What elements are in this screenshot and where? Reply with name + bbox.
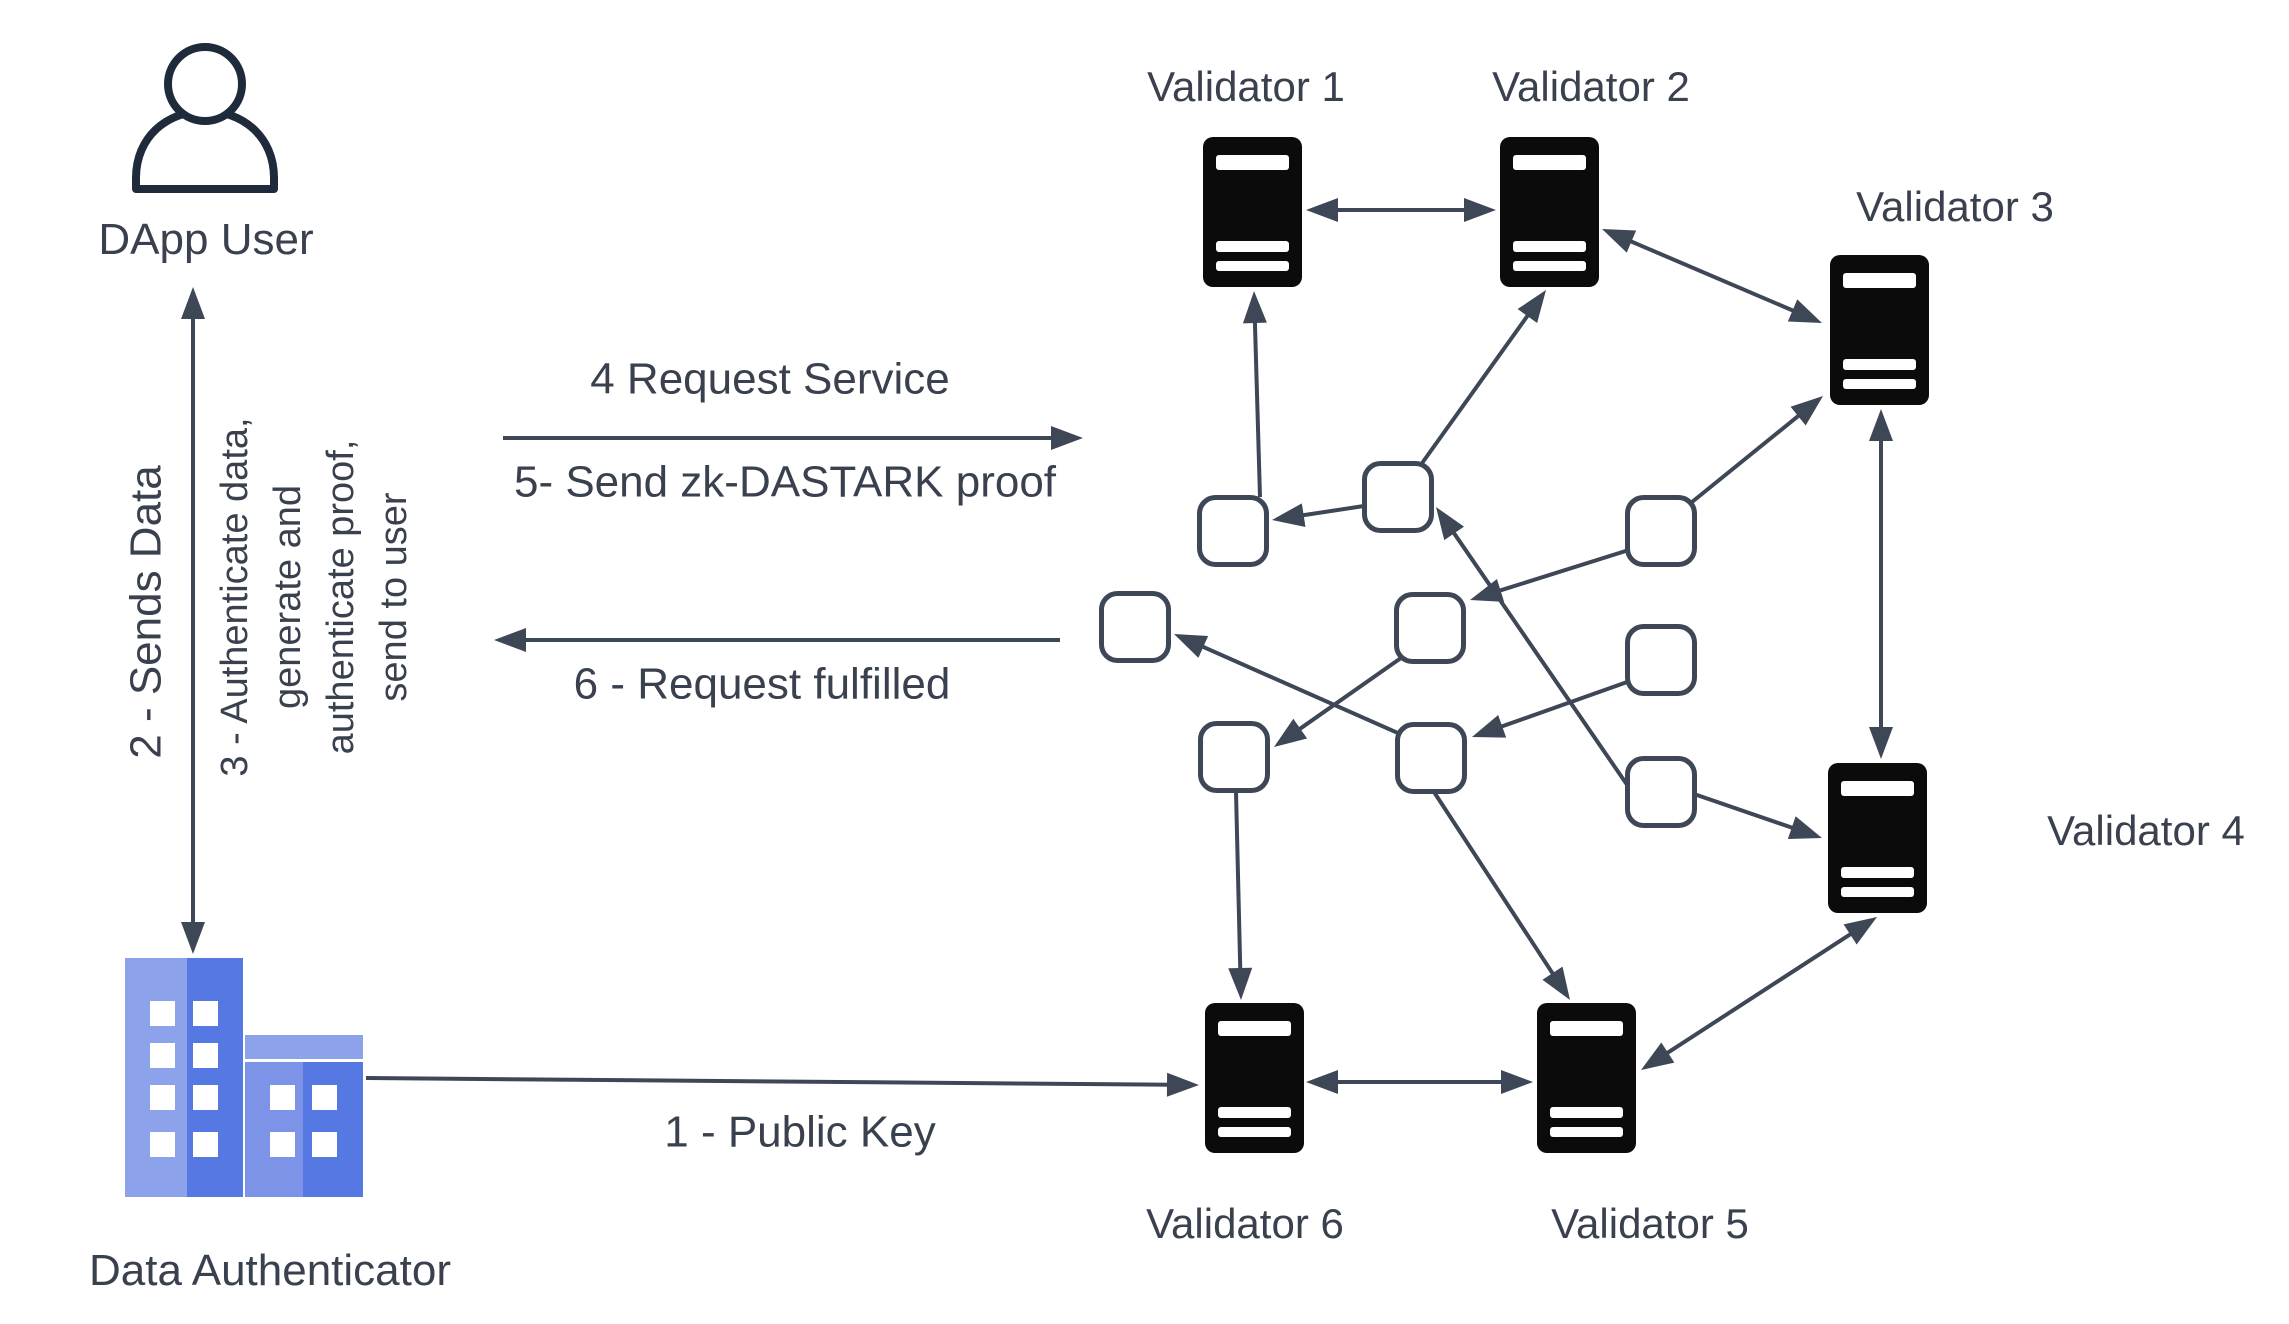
peer-node-b xyxy=(1362,461,1434,533)
arrowhead-icon xyxy=(1501,1070,1533,1094)
edge-validator4-validator5 xyxy=(1641,917,1877,1070)
peer-node-c xyxy=(1625,495,1697,567)
building-icon xyxy=(125,958,363,1197)
edge-node-c-validator3 xyxy=(1690,396,1823,504)
arrowhead-icon xyxy=(1306,198,1338,222)
arrowhead-icon xyxy=(1517,290,1546,324)
edge-node-f-node-g-line xyxy=(1497,679,1631,730)
server-icon xyxy=(1205,1003,1304,1153)
edge-node-i-validator6-line xyxy=(1234,791,1243,973)
edge-node-b-node-a-line xyxy=(1299,504,1365,518)
server-icon xyxy=(1830,255,1929,405)
v1-group: Validator 1 xyxy=(1147,63,1345,287)
server-icon xyxy=(1500,137,1599,287)
edge-node-h-node-b xyxy=(1436,507,1632,791)
edge-user-authenticator xyxy=(181,287,205,954)
label-step1: 1 - Public Key xyxy=(664,1107,935,1156)
edge-request-service xyxy=(503,426,1083,450)
edge-node-a-validator1-line xyxy=(1252,318,1262,498)
arrowhead-icon xyxy=(1790,396,1823,426)
v2-group: Validator 2 xyxy=(1492,63,1690,287)
v4-label: Validator 4 xyxy=(2047,807,2245,854)
arrowhead-icon xyxy=(1242,291,1267,324)
edge-validator2-validator3-line xyxy=(1626,238,1798,314)
edge-request-fulfilled xyxy=(494,628,1060,652)
arrowhead-icon xyxy=(1869,409,1893,441)
edge-node-i-validator6 xyxy=(1228,791,1253,1000)
edge-validator4-validator5-line xyxy=(1663,930,1855,1057)
data-authenticator-label: Data Authenticator xyxy=(89,1246,451,1295)
v3-group: Validator 3 xyxy=(1830,183,2054,405)
v6-label: Validator 6 xyxy=(1146,1200,1344,1247)
arrowhead-icon xyxy=(1542,966,1570,1000)
edge-node-g-validator5 xyxy=(1432,790,1570,1000)
arrowhead-icon xyxy=(1602,229,1637,253)
arrowhead-icon xyxy=(1869,727,1893,759)
arrowhead-icon xyxy=(1228,967,1253,1000)
peer-node-a xyxy=(1197,495,1269,567)
label-step4: 4 Request Service xyxy=(590,354,950,403)
arrowhead-icon xyxy=(1274,718,1308,747)
edge-node-f-node-g xyxy=(1472,679,1631,738)
edge-node-a-validator1 xyxy=(1242,291,1267,498)
arrowhead-icon xyxy=(1051,426,1083,450)
edge-node-h-validator4 xyxy=(1693,792,1822,839)
arrowhead-icon xyxy=(1787,299,1822,323)
edge-node-d-node-i xyxy=(1274,656,1403,747)
peer-node-e xyxy=(1099,591,1171,663)
peer-node-h xyxy=(1625,756,1697,828)
server-icon xyxy=(1203,137,1302,287)
edge-node-c-node-d-line xyxy=(1496,547,1633,594)
edge-validator3-validator4 xyxy=(1869,409,1893,759)
label-step5: 5- Send zk-DASTARK proof xyxy=(514,457,1057,506)
edge-public-key xyxy=(365,1072,1199,1097)
edge-public-key-line xyxy=(365,1076,1172,1087)
dapp-user-label: DApp User xyxy=(98,215,313,264)
edge-validator5-validator6 xyxy=(1306,1070,1533,1094)
arrowhead-icon xyxy=(1272,503,1306,528)
v2-label: Validator 2 xyxy=(1492,63,1690,110)
arrowhead-icon xyxy=(181,922,205,954)
edge-validator1-validator2 xyxy=(1306,198,1496,222)
arrowhead-icon xyxy=(1464,198,1496,222)
arrowhead-icon xyxy=(1166,1072,1199,1097)
server-icon xyxy=(1537,1003,1636,1153)
edge-node-h-node-b-line xyxy=(1450,528,1632,791)
arrowhead-icon xyxy=(181,287,205,319)
arrowhead-icon xyxy=(1472,714,1507,738)
arrowhead-icon xyxy=(494,628,526,652)
arrowhead-icon xyxy=(1174,634,1209,658)
arrowhead-icon xyxy=(1843,917,1877,945)
server-icon xyxy=(1828,763,1927,913)
edge-node-b-validator2 xyxy=(1418,290,1546,468)
v3-label: Validator 3 xyxy=(1856,183,2054,230)
edge-node-g-node-e xyxy=(1174,634,1401,736)
person-icon xyxy=(132,43,278,193)
v4-group: Validator 4 xyxy=(1828,763,2245,913)
peer-node-f xyxy=(1625,624,1697,696)
edge-node-b-validator2-line xyxy=(1418,311,1532,468)
arrowhead-icon xyxy=(1306,1070,1338,1094)
peer-node-d xyxy=(1394,592,1466,664)
edge-node-b-node-a xyxy=(1272,503,1365,528)
edge-node-c-validator3-line xyxy=(1690,412,1803,504)
label-step2: 2 - Sends Data xyxy=(121,465,170,759)
edge-node-d-node-i-line xyxy=(1295,656,1403,733)
arrowhead-icon xyxy=(1787,816,1822,839)
arrowhead-icon xyxy=(1641,1042,1675,1070)
edge-node-g-node-e-line xyxy=(1198,643,1401,736)
v5-group: Validator 5 xyxy=(1537,1003,1749,1247)
peer-node-g xyxy=(1395,722,1467,794)
label-step6: 6 - Request fulfilled xyxy=(574,659,951,708)
edge-node-h-validator4-line xyxy=(1693,792,1797,831)
edge-node-g-validator5-line xyxy=(1432,790,1557,978)
v6-group: Validator 6 xyxy=(1146,1003,1344,1247)
peer-node-i xyxy=(1198,721,1270,793)
arrowhead-icon xyxy=(1436,507,1465,541)
edge-validator2-validator3 xyxy=(1602,229,1822,323)
v1-label: Validator 1 xyxy=(1147,63,1345,110)
v5-label: Validator 5 xyxy=(1551,1200,1749,1247)
